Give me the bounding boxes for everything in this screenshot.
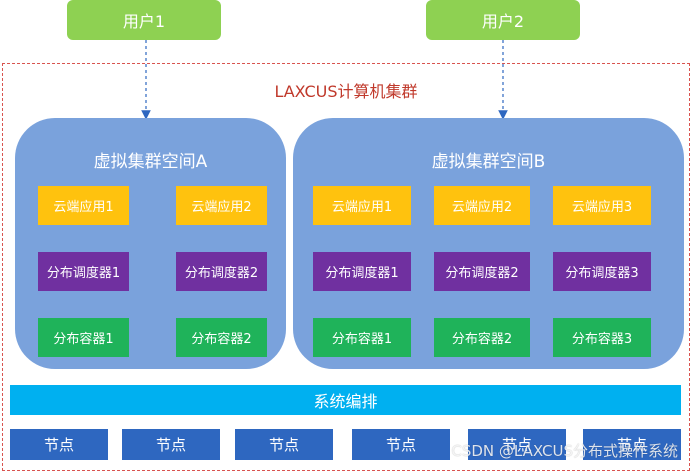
- space-b-scheduler-3: 分布调度器3: [553, 252, 651, 291]
- system-orchestration-bar: 系统编排: [10, 385, 681, 415]
- space-b-container-1: 分布容器1: [313, 318, 411, 357]
- node-6: 节点: [583, 429, 681, 460]
- space-b-scheduler-2: 分布调度器2: [434, 252, 530, 291]
- space-a-title: 虚拟集群空间A: [93, 152, 208, 172]
- space-a-app-2: 云端应用2: [176, 186, 267, 225]
- user-1: 用户1: [67, 0, 221, 40]
- space-a-container-2: 分布容器2: [176, 318, 267, 357]
- space-b-app-2: 云端应用2: [434, 186, 530, 225]
- watermark-text: CSDN @LAXCUS分布式操作系统: [451, 442, 678, 460]
- node-2: 节点: [122, 429, 220, 460]
- space-b-title: 虚拟集群空间B: [431, 152, 546, 172]
- user-2: 用户2: [426, 0, 580, 40]
- space-b-container-2: 分布容器2: [434, 318, 530, 357]
- space-b-app-1: 云端应用1: [313, 186, 411, 225]
- cluster-title: LAXCUS计算机集群: [274, 82, 418, 101]
- cluster-frame: [2, 63, 690, 471]
- space-a-scheduler-1: 分布调度器1: [38, 252, 129, 291]
- node-1: 节点: [10, 429, 108, 460]
- node-5: 节点: [468, 429, 566, 460]
- node-4: 节点: [352, 429, 450, 460]
- space-b-container-3: 分布容器3: [553, 318, 651, 357]
- space-a-container-1: 分布容器1: [38, 318, 129, 357]
- space-a-app-1: 云端应用1: [38, 186, 129, 225]
- space-b-scheduler-1: 分布调度器1: [313, 252, 411, 291]
- space-a-scheduler-2: 分布调度器2: [176, 252, 267, 291]
- node-3: 节点: [235, 429, 333, 460]
- space-b-app-3: 云端应用3: [553, 186, 651, 225]
